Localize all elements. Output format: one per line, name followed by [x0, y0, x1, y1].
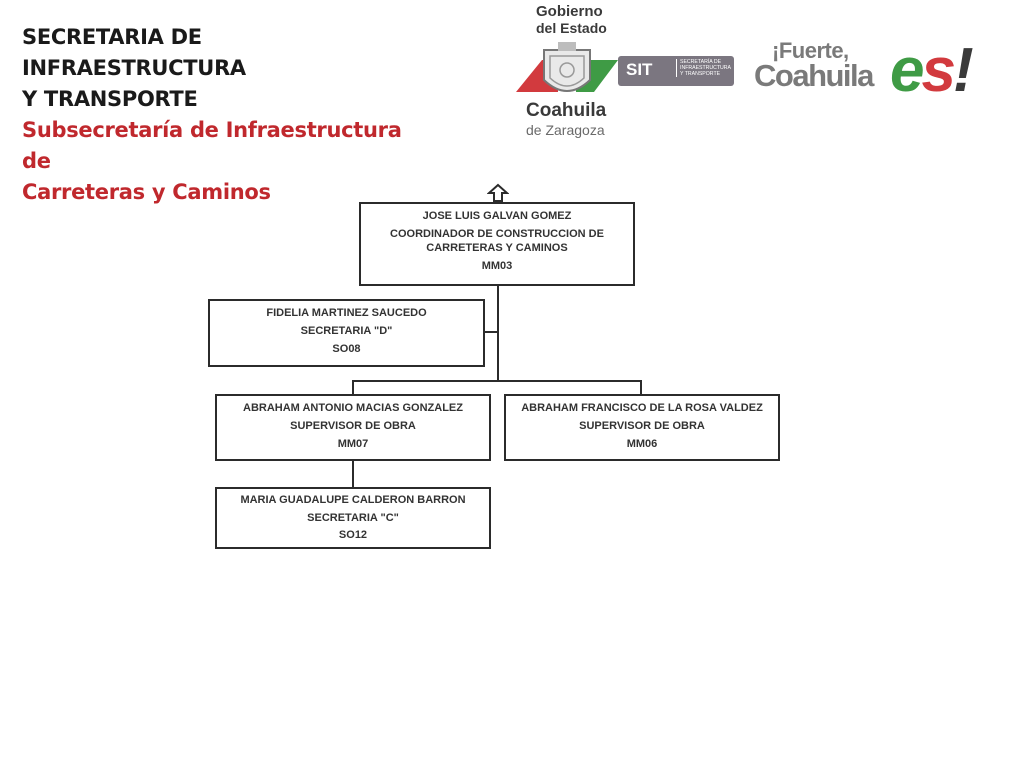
es-s: s — [921, 36, 956, 105]
node-code: MM07 — [337, 438, 369, 450]
sit-sub-line-1: SECRETARÍA DE — [680, 59, 722, 65]
sit-sub-line-3: Y TRANSPORTE — [680, 71, 721, 77]
node-role: SUPERVISOR DE OBRA — [290, 420, 416, 432]
node-name: ABRAHAM FRANCISCO DE LA ROSA VALDEZ — [521, 402, 763, 414]
sit-sublabel: SECRETARÍA DE INFRAESTRUCTURA Y TRANSPOR… — [676, 59, 736, 77]
org-node-secretary-c[interactable]: MARIA GUADALUPE CALDERON BARRON SECRETAR… — [215, 487, 491, 549]
node-code: MM06 — [626, 438, 658, 450]
es-exclamation: ! — [952, 36, 974, 105]
node-name: JOSE LUIS GALVAN GOMEZ — [422, 210, 572, 222]
sit-label: SIT — [626, 60, 653, 79]
node-role: SECRETARIA "D" — [300, 325, 393, 337]
gobierno-label: Gobierno — [536, 3, 603, 20]
coahuila-label: Coahuila — [526, 100, 607, 121]
sit-sub-line-2: INFRAESTRUCTURA — [680, 65, 732, 71]
connector-secretary-c — [352, 460, 354, 489]
node-code: SO12 — [338, 529, 368, 541]
up-arrow-icon[interactable] — [487, 183, 509, 203]
title-line-1: SECRETARIA DE INFRAESTRUCTURA — [22, 25, 246, 80]
node-name: ABRAHAM ANTONIO MACIAS GONZALEZ — [243, 402, 463, 414]
connector-supervisors-horizontal — [352, 380, 642, 382]
subtitle-line-2: Carreteras y Caminos — [22, 180, 271, 204]
org-node-supervisor-2[interactable]: ABRAHAM FRANCISCO DE LA ROSA VALDEZ SUPE… — [504, 394, 780, 461]
title-line-2: Y TRANSPORTE — [22, 87, 198, 111]
node-role: SUPERVISOR DE OBRA — [579, 420, 705, 432]
org-node-coordinator[interactable]: JOSE LUIS GALVAN GOMEZ COORDINADOR DE CO… — [359, 202, 635, 286]
zaragoza-label: de Zaragoza — [526, 122, 605, 138]
node-code: MM03 — [481, 260, 513, 272]
es-mark: es! — [890, 40, 974, 102]
del-estado-label: del Estado — [536, 20, 607, 36]
fuerte-label: ¡Fuerte, — [772, 38, 849, 63]
org-node-supervisor-1[interactable]: ABRAHAM ANTONIO MACIAS GONZALEZ SUPERVIS… — [215, 394, 491, 461]
connector-coordinator-down — [497, 285, 499, 381]
es-e: e — [890, 36, 925, 105]
subtitle-line-1: Subsecretaría de Infraestructura de — [22, 118, 402, 173]
coahuila-slogan-label: Coahuila — [754, 58, 874, 93]
gobierno-logo: Gobierno del Estado Coahuila de Zaragoza — [512, 4, 622, 140]
coat-of-arms-icon — [516, 42, 618, 92]
fuerte-coahuila-logo: ¡Fuerte, Coahuila es! — [754, 38, 986, 110]
node-name: MARIA GUADALUPE CALDERON BARRON — [240, 494, 466, 506]
sit-logo: SIT SECRETARÍA DE INFRAESTRUCTURA Y TRAN… — [618, 56, 734, 86]
node-code: SO08 — [332, 343, 361, 355]
node-name: FIDELIA MARTINEZ SAUCEDO — [266, 307, 427, 319]
page-title: SECRETARIA DE INFRAESTRUCTURA Y TRANSPOR… — [22, 22, 422, 208]
org-node-secretary-d[interactable]: FIDELIA MARTINEZ SAUCEDO SECRETARIA "D" … — [208, 299, 485, 367]
node-role: COORDINADOR DE CONSTRUCCION DE CARRETERA… — [390, 228, 604, 254]
connector-supervisor-1 — [352, 380, 354, 395]
connector-supervisor-2 — [640, 380, 642, 395]
connector-secretary-d — [484, 331, 498, 333]
node-role: SECRETARIA "C" — [307, 512, 399, 524]
